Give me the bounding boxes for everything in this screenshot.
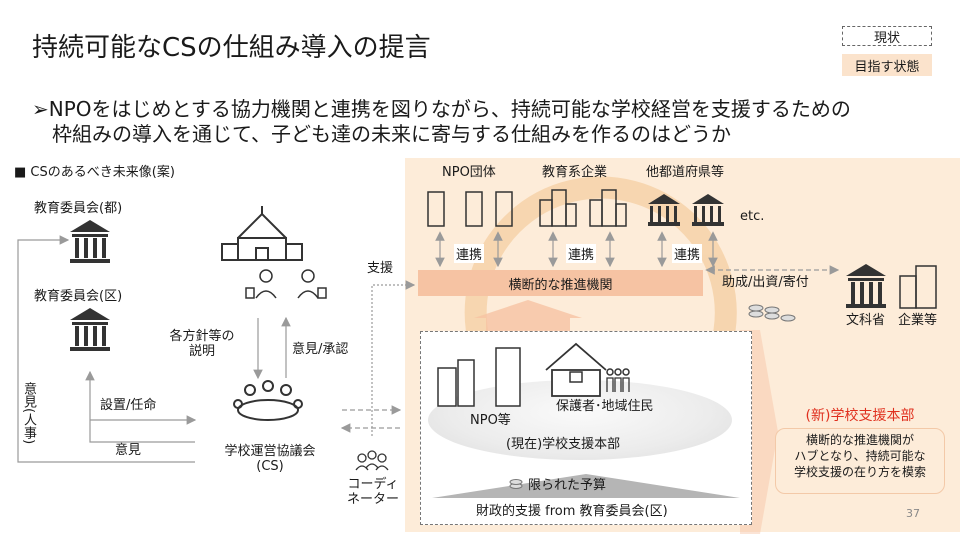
council-meeting-icon: [233, 380, 303, 421]
opinion-label: 意見: [115, 443, 142, 458]
council-label: 学校運営協議会 (CS): [210, 444, 330, 475]
policy-explain-label: 各方針等の 説明: [162, 329, 242, 360]
gov-buildings-icon: [648, 194, 724, 226]
parents-icon: [245, 269, 327, 299]
support-label: 支援: [367, 261, 394, 276]
lead-line-2: 枠組みの導入を通じて、子ども達の未来に寄与する仕組みを作るのはどうか: [52, 122, 731, 146]
council-line-2: (CS): [256, 458, 284, 474]
link-label-2: 連携: [566, 244, 597, 263]
new-hq-desc-1: 横断的な推進機関が: [805, 433, 914, 447]
page-title: 持続可能なCSの仕組み導入の提言: [32, 33, 431, 63]
link-label-3: 連携: [672, 244, 703, 263]
school-icon: [221, 206, 303, 261]
section-label: ■ CSのあるべき未来像(案): [14, 165, 175, 180]
legend-current: 現状: [842, 26, 932, 46]
setup-appoint-label: 設置/任命: [100, 398, 157, 413]
coordinator-line-1: コーディ: [347, 477, 399, 492]
company-buildings-icon: [539, 189, 627, 227]
partner-etc-label: etc.: [740, 209, 765, 224]
new-hq-box: 横断的な推進機関が ハブとなり、持続可能な 学校支援の在り方を模索: [775, 428, 945, 494]
partner-npo-label: NPO団体: [442, 165, 496, 180]
board-metro-icon: [70, 220, 110, 263]
board-ward-label: 教育委員会(区): [34, 289, 123, 304]
funding-label: 助成/出資/寄付: [722, 275, 809, 290]
current-hq-label: (現在)学校支援本部: [506, 437, 621, 452]
policy-explain-line-1: 各方針等の: [169, 329, 235, 344]
npo-buildings-icon: [427, 191, 513, 227]
partner-other-pref-label: 他都道府県等: [646, 165, 725, 180]
hub-bar: 横断的な推進機関: [418, 270, 703, 296]
legend-goal: 目指す状態: [842, 54, 932, 76]
current-npo-label: NPO等: [470, 413, 511, 428]
opinion-personnel-label: 意見(人事): [20, 380, 36, 447]
board-metro-label: 教育委員会(都): [34, 201, 123, 216]
mext-label: 文科省: [846, 313, 886, 328]
mext-icon: [846, 264, 886, 308]
new-hq-title: (新)学校支援本部: [805, 408, 915, 424]
budget-label: 限られた予算: [528, 478, 607, 493]
new-hq-desc-2: ハブとなり、持続可能な: [794, 449, 926, 464]
opinion-approval-label: 意見/承認: [292, 342, 349, 357]
partner-edu-company-label: 教育系企業: [542, 165, 608, 180]
current-guardians-label: 保護者･地域住民: [556, 399, 654, 414]
new-hq-desc-3: 学校支援の在り方を模索: [793, 465, 926, 480]
coordinator-icon: [355, 450, 389, 471]
policy-explain-line-2: 説明: [188, 343, 215, 359]
coordinator-line-2: ネーター: [346, 491, 399, 507]
lead-text: ➢NPOをはじめとする協力機関と連携を図りながら、持続可能な学校経営を支援するた…: [32, 97, 851, 147]
link-label-1: 連携: [454, 244, 485, 263]
council-line-1: 学校運営協議会: [224, 444, 316, 459]
lead-line-1: ➢NPOをはじめとする協力機関と連携を図りながら、持続可能な学校経営を支援するた…: [32, 97, 851, 121]
companies-label: 企業等: [898, 313, 938, 328]
finance-label: 財政的支援 from 教育委員会(区): [476, 504, 668, 519]
company-icon: [899, 265, 937, 309]
coordinator-label: コーディ ネーター: [346, 477, 400, 508]
board-ward-icon: [70, 308, 110, 351]
page-number: 37: [906, 507, 920, 520]
coins-icon: [748, 304, 796, 322]
